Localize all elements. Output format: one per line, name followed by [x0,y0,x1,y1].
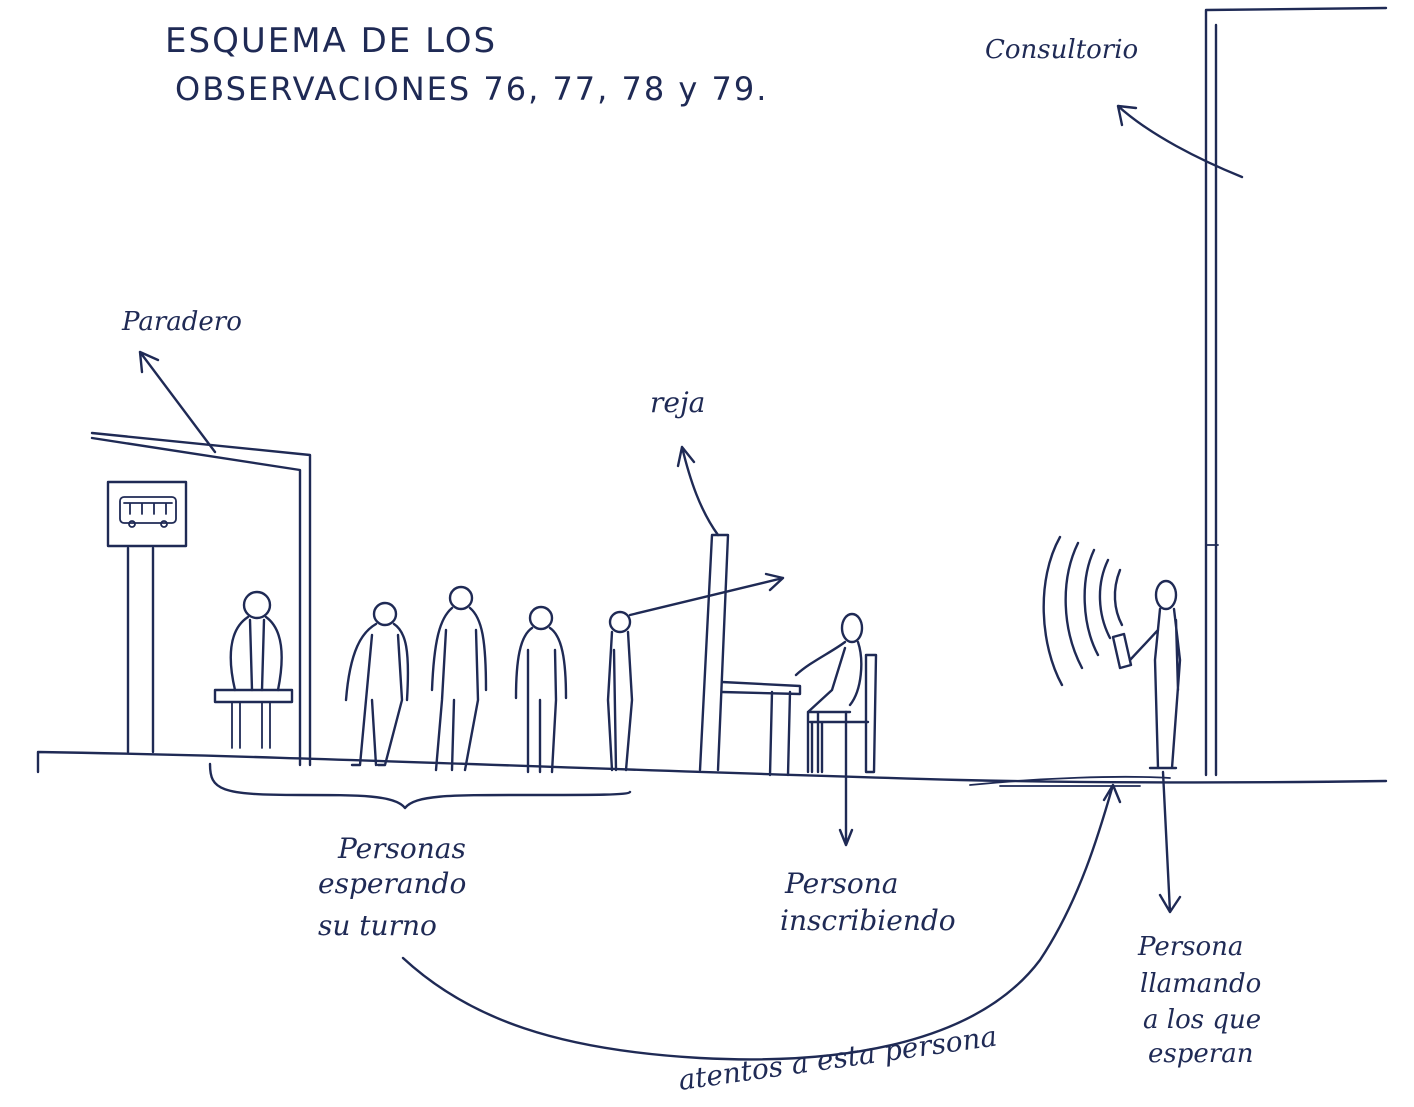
chair [808,653,878,774]
personas-esperando-line1: Personas [337,832,466,865]
personas-esperando-line2: esperando [318,867,466,900]
paradero-arrow [138,350,217,454]
persona-inscribiendo-line2: inscribiendo [780,904,956,937]
registration-table [720,680,802,777]
diagram-title-line1: ESQUEMA DE LOS [165,21,497,61]
persona-inscribiendo-line1: Persona [784,867,899,900]
atentos-label: atentos a esta persona [676,1020,999,1097]
persona-llamando-line2: llamando [1140,969,1261,999]
person-waiting-4 [606,610,634,772]
ground-line [36,750,1388,784]
consultorio-wall [1204,6,1388,777]
sound-waves-icon [1042,535,1124,687]
bus-stop-shelter [90,431,312,767]
floor-mark [969,775,1171,787]
persona-llamando-line4: esperan [1148,1039,1253,1069]
persona-llamando-line1: Persona [1137,932,1243,962]
diagram-title-line2: OBSERVACIONES 76, 77, 78 y 79. [175,70,768,108]
consultorio-label: Consultorio [985,35,1138,65]
gaze-arrow [628,572,785,617]
llamando-arrow [1158,770,1182,914]
persona-llamando-line3: a los que [1143,1005,1261,1035]
person-waiting-3 [514,605,568,774]
reja-arrow [676,445,720,537]
consultorio-arrow [1116,104,1244,179]
bus-sign [106,480,188,754]
person-waiting-1 [344,601,410,767]
person-registering [794,612,864,774]
personas-esperando-line3: su turno [318,909,437,942]
person-seated-bus-stop [229,590,283,692]
reja-label: reja [650,386,705,419]
inscribiendo-arrow [838,710,854,847]
attention-curve-arrow [401,783,1122,1061]
person-calling [1111,579,1182,770]
waiting-group-brace [208,762,632,810]
person-waiting-2 [430,585,488,772]
bus-icon [119,496,177,528]
reja-post [698,533,730,772]
paradero-label: Paradero [121,307,242,337]
